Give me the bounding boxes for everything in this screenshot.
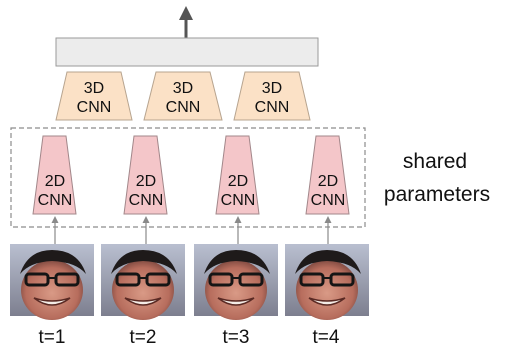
face-frame-3 <box>194 244 278 320</box>
cnn3d-label-line2: CNN <box>166 99 201 116</box>
shared-parameters-box <box>10 127 366 228</box>
cnn2d-label-line1: 2D <box>318 173 338 190</box>
cnn2d-label-line2: CNN <box>221 192 256 209</box>
cnn3d-label-line1: 3D <box>262 80 282 97</box>
frame-arrow-2 <box>142 216 150 244</box>
cnn3d-block-1: 3D CNN <box>55 71 133 121</box>
face-frame-4 <box>285 244 369 320</box>
cnn3d-label-line1: 3D <box>84 80 104 97</box>
cnn2d-block-3: 2D CNN <box>215 135 260 215</box>
frame-label-t3: t=3 <box>223 327 250 348</box>
cnn2d-label-line2: CNN <box>38 192 73 209</box>
cnn3d-label-line2: CNN <box>255 99 290 116</box>
face-frame-1 <box>10 244 94 320</box>
cnn3d-label-line1: 3D <box>173 80 193 97</box>
frame-label-t4: t=4 <box>313 327 340 348</box>
cnn2d-block-4: 2D CNN <box>305 135 350 215</box>
fusion-layer-bar <box>55 37 319 67</box>
shared-label-line2: parameters <box>384 183 490 206</box>
cnn2d-label-line1: 2D <box>45 173 65 190</box>
cnn2d-label-line1: 2D <box>136 173 156 190</box>
cnn2d-block-2: 2D CNN <box>123 135 168 215</box>
cnn3d-label-line2: CNN <box>77 99 112 116</box>
cnn2d-label-line1: 2D <box>228 173 248 190</box>
shared-label-line1: shared <box>403 150 467 173</box>
frame-arrow-4 <box>324 216 332 244</box>
cnn3d-block-2: 3D CNN <box>143 71 223 121</box>
frame-label-t2: t=2 <box>130 327 157 348</box>
cnn2d-label-line2: CNN <box>129 192 164 209</box>
frame-arrow-3 <box>234 216 242 244</box>
cnn2d-block-1: 2D CNN <box>32 135 77 215</box>
frame-label-t1: t=1 <box>39 327 66 348</box>
cnn2d-label-line2: CNN <box>311 192 346 209</box>
frame-arrow-1 <box>51 216 59 244</box>
output-arrowhead <box>179 6 193 20</box>
cnn3d-block-3: 3D CNN <box>233 71 311 121</box>
face-frame-2 <box>101 244 185 320</box>
